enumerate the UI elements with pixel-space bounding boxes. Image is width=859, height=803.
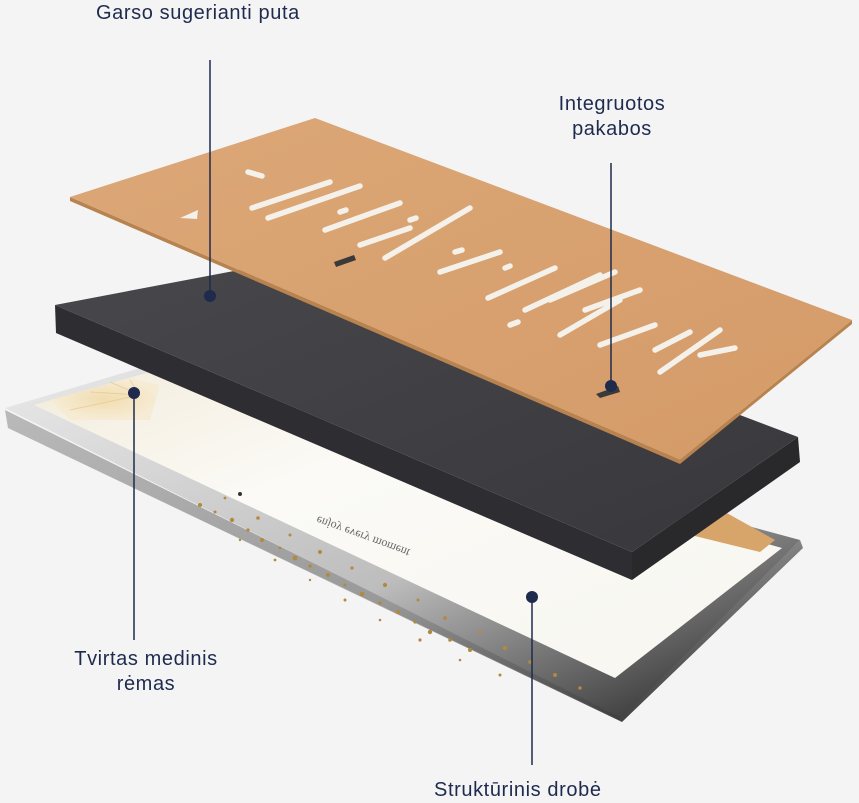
hardboard-slits [245, 169, 738, 375]
foam-front-edge [55, 305, 632, 580]
canvas-frame-layer: enjoy every moment [5, 365, 803, 722]
foam-top [55, 255, 798, 552]
canvas-face [34, 372, 782, 678]
pointer-dot-hangers [605, 380, 617, 392]
label-canvas: Struktūrinis drobė [434, 778, 602, 803]
pointer-lines [133, 60, 612, 765]
label-frame-line1: Tvirtas medinis [74, 648, 218, 670]
print-dot [238, 492, 242, 496]
label-frame-line2: rėmas [116, 673, 176, 695]
hanger-slot [180, 210, 198, 219]
label-hangers-line2: pakabos [572, 118, 652, 140]
foam-layer [55, 255, 800, 580]
pointer-dot-foam [204, 290, 216, 302]
foam-side-edge [632, 437, 800, 580]
pointer-dots [128, 290, 617, 603]
frame-front-edge [5, 410, 620, 720]
label-foam-text: Garso sugerianti puta [96, 2, 300, 24]
pointer-dot-canvas [526, 591, 538, 603]
label-canvas-text: Struktūrinis drobė [434, 779, 602, 801]
hardboard-layer [70, 118, 852, 464]
label-foam: Garso sugerianti puta [96, 1, 300, 26]
label-hangers: Integruotos pakabos [537, 92, 687, 142]
hanger-slot [334, 255, 356, 267]
label-hangers-line1: Integruotos [558, 93, 666, 115]
print-gold-glitter [198, 496, 582, 690]
pointer-dot-frame [128, 387, 140, 399]
label-frame: Tvirtas medinis rėmas [56, 647, 236, 697]
